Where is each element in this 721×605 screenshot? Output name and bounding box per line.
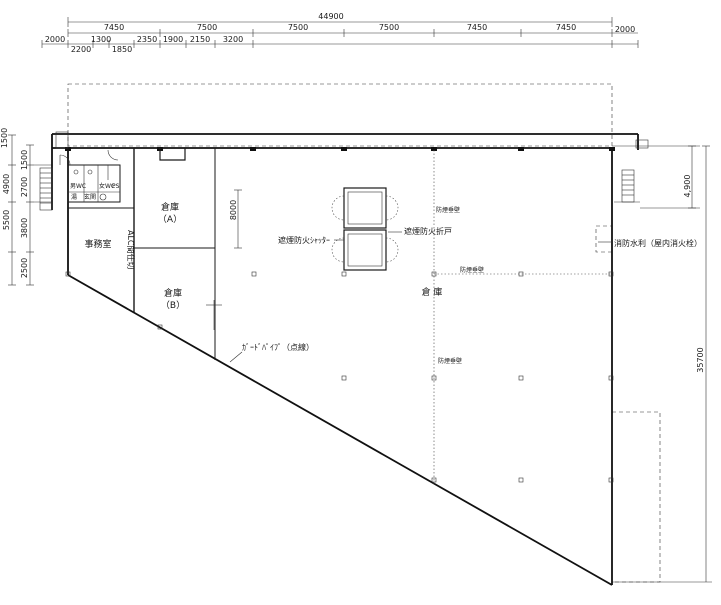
dimension-lines-right: 4,900 35700 xyxy=(612,145,712,583)
stairs-left xyxy=(39,131,69,211)
dim-top-3: 7500 xyxy=(288,23,308,32)
room-office: 事務室 xyxy=(84,238,111,250)
dim-second-6: 3200 xyxy=(223,35,243,44)
restroom-block xyxy=(59,149,121,203)
note-hydrant: 消防水利（屋内消火栓） xyxy=(614,238,702,248)
partitions xyxy=(68,148,612,485)
dim-second-5: 2150 xyxy=(190,35,210,44)
note-smoke-shutter: 遮煙防火ｼｬｯﾀｰ xyxy=(278,235,330,245)
note-smoke-door: 遮煙防火折戸 xyxy=(404,226,452,236)
dim-top-4: 7500 xyxy=(379,23,399,32)
dim-left-outer-2: 4900 xyxy=(2,174,11,194)
note-alc-partition: ALC間仕切 xyxy=(126,230,136,270)
room-warehouse-b: 倉庫 xyxy=(164,287,182,299)
dashed-canopy-top xyxy=(67,83,613,147)
hydrant-box xyxy=(595,225,613,253)
dimension-lines-left: 1500 4900 5500 1500 2700 3800 2500 xyxy=(0,128,52,286)
guard-pipe-leader xyxy=(229,351,243,363)
room-shower: 湯 xyxy=(71,193,77,201)
note-fire-wall-1: 防煙垂壁 xyxy=(436,206,460,214)
room-women-wc: 女WC xyxy=(99,182,115,190)
dim-second-4: 1900 xyxy=(163,35,183,44)
room-warehouse-b-sub: （B） xyxy=(161,300,185,311)
dim-right-total: 35700 xyxy=(696,347,705,372)
fire-shutter-assembly xyxy=(331,187,399,271)
stairs-right xyxy=(614,139,649,203)
dim-left-1: 1500 xyxy=(20,150,29,170)
dim-second-2: 1300 xyxy=(91,35,111,44)
dimension-lines-top: 44900 7450 7500 7500 7500 7450 7450 2000… xyxy=(41,12,639,54)
dim-second-1: 2000 xyxy=(45,35,65,44)
building-outline xyxy=(51,133,639,586)
wall-notch xyxy=(159,148,186,161)
dim-second-7: 2000 xyxy=(615,25,635,34)
dim-left-4: 2500 xyxy=(20,258,29,278)
note-fire-wall-2: 防煙垂壁 xyxy=(460,266,484,274)
dim-left-outer-1: 1500 xyxy=(0,128,9,148)
dim-second-lower-1: 2200 xyxy=(71,45,91,54)
note-fire-wall-3: 防煙垂壁 xyxy=(438,357,462,365)
room-men-wc: 男WC xyxy=(70,183,86,190)
dashed-area-right xyxy=(611,411,661,583)
room-warehouse-a-sub: （A） xyxy=(158,214,182,225)
room-main-warehouse: 倉 庫 xyxy=(422,286,443,298)
note-guard-pipe: ｶﾞｰﾄﾞﾊﾟｲﾌﾟ（点線） xyxy=(242,342,314,352)
dim-top-5: 7450 xyxy=(467,23,487,32)
dim-top-1: 7450 xyxy=(104,23,124,32)
interior-columns xyxy=(65,271,614,483)
dim-warehouse-a-depth: 8000 xyxy=(229,200,238,220)
dim-right-offset: 4,900 xyxy=(683,175,692,198)
dim-second-lower-2: 1850 xyxy=(112,45,132,54)
dim-second-3: 2350 xyxy=(137,35,157,44)
dim-top-6: 7450 xyxy=(556,23,576,32)
dim-overall-width: 44900 xyxy=(318,12,343,21)
room-entrance: 玄関 xyxy=(84,193,96,201)
dim-left-2: 2700 xyxy=(20,177,29,197)
dim-left-3: 3800 xyxy=(20,218,29,238)
room-warehouse-a: 倉庫 xyxy=(161,201,179,213)
dim-top-2: 7500 xyxy=(197,23,217,32)
dim-left-outer-3: 5500 xyxy=(2,210,11,230)
room-ps: PS xyxy=(112,183,120,190)
